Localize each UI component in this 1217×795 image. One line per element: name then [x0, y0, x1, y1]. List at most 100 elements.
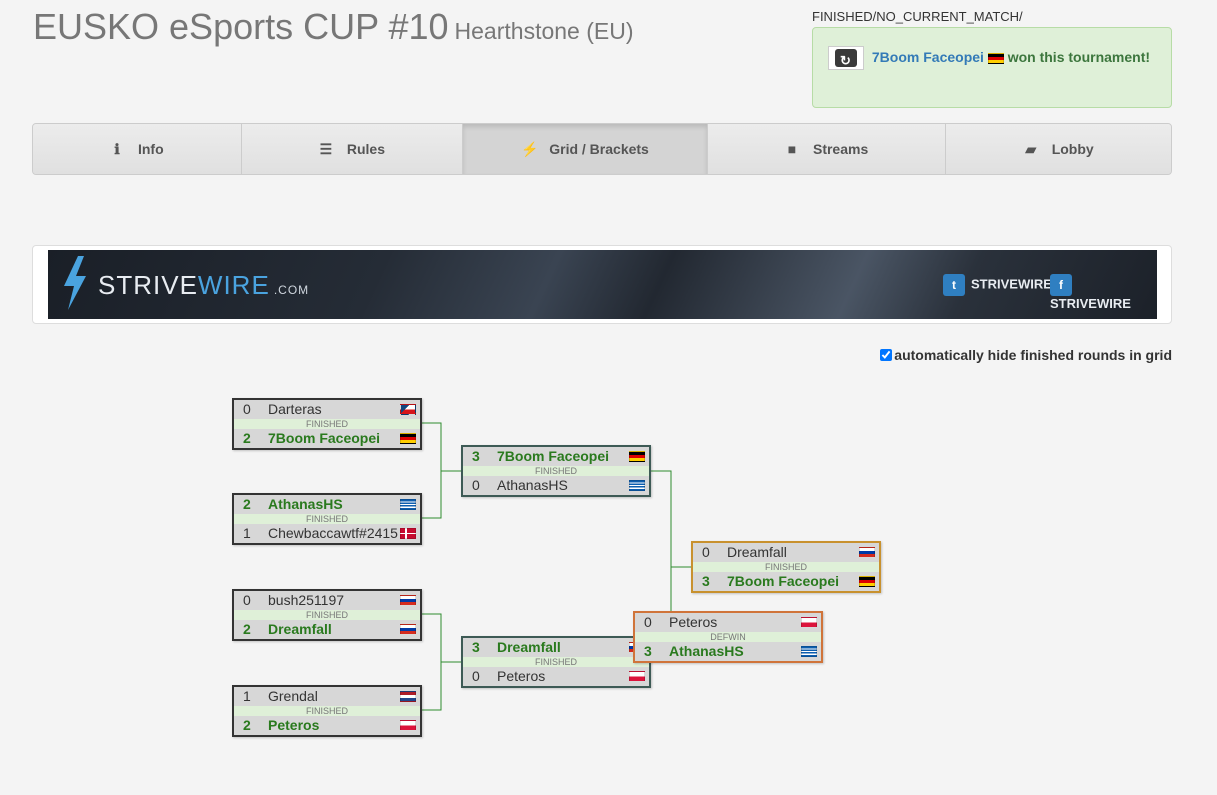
banner-brand: STRIVEWIRE.COM [98, 270, 309, 301]
winner-alert: ↻ 7Boom Faceopei won this tournament! [812, 27, 1172, 108]
player-name: 7Boom Faceopei [727, 573, 840, 589]
winner-link[interactable]: 7Boom Faceopei [871, 49, 984, 65]
player-score: 0 [472, 668, 480, 684]
de-flag-icon [400, 433, 416, 444]
tab-rules[interactable]: ☰ Rules [241, 124, 464, 174]
match-status: FINISHED [234, 419, 420, 429]
tab-streams[interactable]: ■ Streams [707, 124, 947, 174]
autohide-checkbox[interactable] [880, 349, 893, 361]
tab-grid-brackets[interactable]: ⚡ Grid / Brackets [463, 124, 708, 174]
de-flag-icon [629, 451, 645, 462]
match-player-row[interactable]: 3 AthanasHS [635, 642, 821, 661]
ru-flag-icon [400, 624, 416, 635]
player-name: Dreamfall [497, 639, 561, 655]
de-flag-icon [859, 576, 875, 587]
player-score: 2 [243, 621, 251, 637]
tab-lobby[interactable]: ▰Lobby [946, 124, 1171, 174]
winner-avatar[interactable]: ↻ [828, 46, 864, 71]
match-player-row[interactable]: 0 Peteros [635, 613, 821, 632]
match-status: FINISHED [463, 466, 649, 476]
match-player-row[interactable]: 0 Dreamfall [693, 543, 879, 562]
player-score: 0 [702, 544, 710, 560]
nl-flag-icon [400, 691, 416, 702]
winner-text: won this tournament! [1007, 49, 1151, 65]
tab-bar: ℹ Info ☰ Rules ⚡ Grid / Brackets ■ Streams ▰… [32, 123, 1172, 175]
tab-label: Info [137, 141, 164, 157]
player-name: Grendal [268, 688, 318, 704]
tab-info[interactable]: ℹ Info [33, 124, 242, 174]
player-score: 0 [243, 592, 251, 608]
ru-flag-icon [400, 595, 416, 606]
tab-label: Grid / Brackets [549, 141, 649, 157]
match-status: FINISHED [234, 610, 420, 620]
player-name: AthanasHS [669, 643, 744, 659]
match-player-row[interactable]: 2 Peteros [234, 716, 420, 735]
player-score: 1 [243, 688, 251, 704]
facebook-link[interactable]: fSTRIVEWIRE [1050, 274, 1157, 311]
tab-label: Lobby [1051, 141, 1094, 157]
twitter-icon: t [943, 274, 965, 296]
status-code: FINISHED/NO_CURRENT_MATCH/ [812, 9, 1023, 24]
autohide-label: automatically hide finished rounds in gr… [894, 347, 1172, 363]
info-icon: ℹ [114, 140, 120, 157]
player-score: 0 [472, 477, 480, 493]
player-name: Peteros [497, 668, 546, 684]
game-name: Hearthstone (EU) [454, 18, 634, 44]
bolt-icon: ⚡ [521, 140, 539, 157]
match-status: FINISHED [693, 562, 879, 572]
player-name: Chewbaccawtf#2415 [268, 525, 398, 541]
player-name: Peteros [669, 614, 718, 630]
pl-flag-icon [629, 671, 645, 682]
player-name: Dreamfall [727, 544, 787, 560]
gr-flag-icon [400, 499, 416, 510]
gr-flag-icon [801, 646, 817, 657]
video-camera-icon: ■ [787, 141, 797, 157]
autohide-toggle[interactable]: automatically hide finished rounds in gr… [880, 347, 1172, 363]
player-score: 3 [472, 639, 480, 655]
match-status: FINISHED [463, 657, 649, 667]
twitter-link[interactable]: t STRIVEWIRE [943, 274, 1052, 296]
player-name: AthanasHS [497, 477, 568, 493]
player-score: 1 [243, 525, 251, 541]
player-score: 0 [243, 401, 251, 417]
match-player-row[interactable]: 0 AthanasHS [463, 476, 649, 495]
player-score: 0 [644, 614, 652, 630]
player-name: 7Boom Faceopei [268, 430, 381, 446]
tab-label: Streams [812, 141, 869, 157]
match-player-row[interactable]: 1 Grendal [234, 687, 420, 706]
twitter-label: STRIVEWIRE [971, 276, 1052, 292]
tab-label: Rules [346, 141, 385, 157]
match-player-row[interactable]: 3 Dreamfall [463, 638, 649, 657]
player-score: 2 [243, 717, 251, 733]
player-score: 2 [243, 496, 251, 512]
match-status: DEFWIN [635, 632, 821, 642]
match-player-row[interactable]: 0 Peteros [463, 667, 649, 686]
player-name: Peteros [268, 717, 320, 733]
player-score: 3 [644, 643, 652, 659]
brand-suffix: .COM [273, 283, 310, 297]
facebook-icon: f [1050, 274, 1072, 296]
brand-part-2: WIRE [197, 270, 270, 300]
brand-part-1: STRIVE [98, 270, 198, 300]
list-icon: ☰ [319, 140, 333, 157]
match-player-row[interactable]: 1 Chewbaccawtf#2415 [234, 524, 420, 543]
facebook-label: STRIVEWIRE [1050, 296, 1131, 311]
